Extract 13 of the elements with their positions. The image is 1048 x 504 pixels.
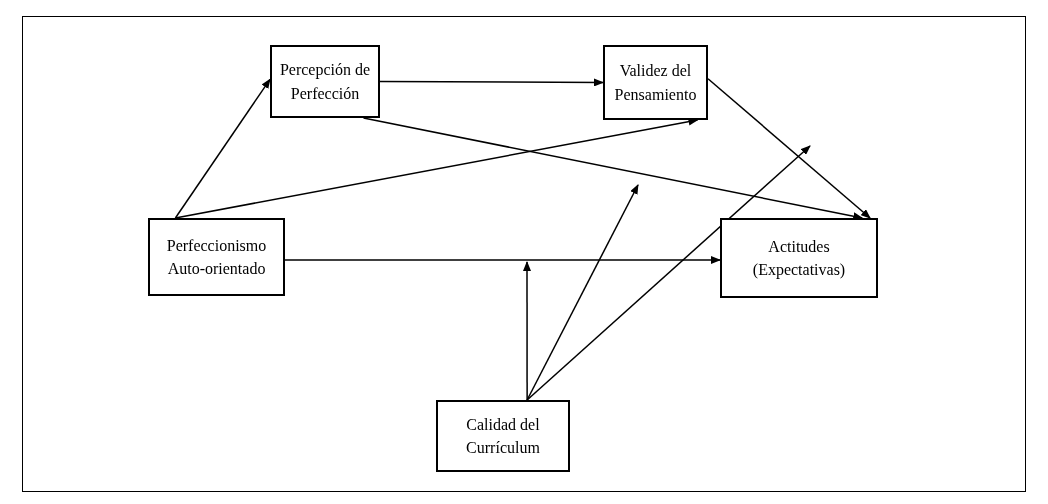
variable-box: Calidad del Currículum xyxy=(436,400,570,472)
variable-box: Percepción de Perfección xyxy=(270,45,380,118)
arrow xyxy=(174,78,271,219)
variable-box: Perfeccionismo Auto-orientado xyxy=(148,218,285,296)
arrow xyxy=(526,184,639,401)
arrow xyxy=(523,261,531,401)
arrow xyxy=(362,117,864,221)
arrow xyxy=(284,256,721,264)
variable-box: Actitudes (Expectativas) xyxy=(720,218,878,298)
variable-box: Validez del Pensamiento xyxy=(603,45,708,120)
arrow xyxy=(707,78,871,219)
arrow xyxy=(526,145,811,401)
arrow xyxy=(379,78,604,87)
